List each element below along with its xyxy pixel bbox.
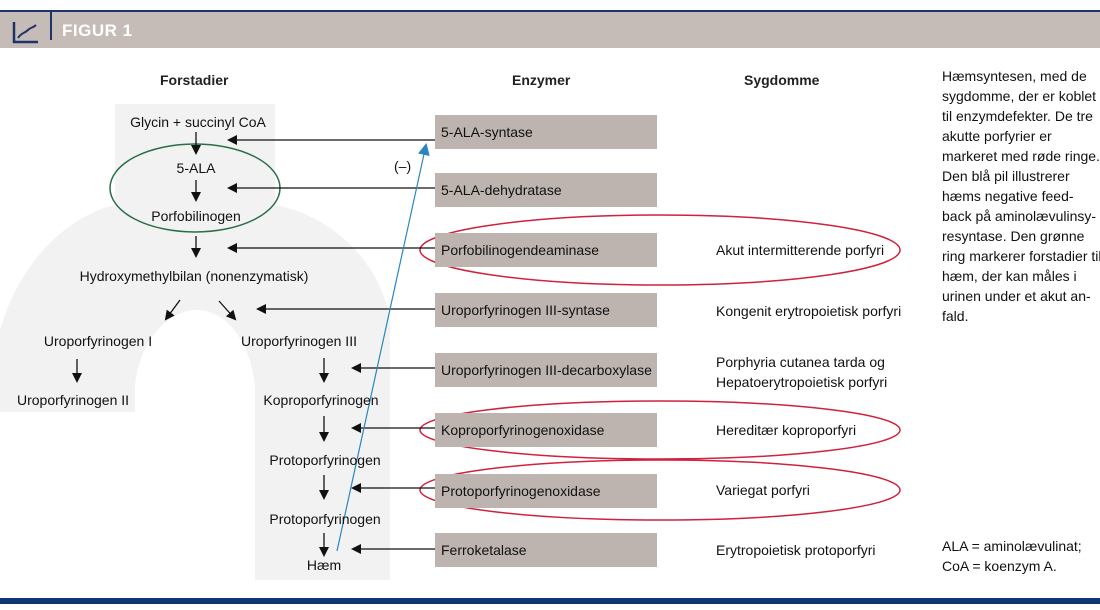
precursor-porfobilinogen: Porfobilinogen xyxy=(151,208,241,224)
enzyme-box: Porfobilinogendeaminase xyxy=(435,233,657,267)
precursor-protoporfyrinogen: Protoporfyrinogen xyxy=(269,452,381,468)
negative-feedback-label: (–) xyxy=(394,158,412,174)
precursor-hydroxymethylbilan: Hydroxymethylbilan (nonenzymatisk) xyxy=(79,268,309,284)
enzyme-box: 5-ALA-syntase xyxy=(435,115,657,149)
precursor-background-band xyxy=(0,104,390,580)
enzyme-box: Protoporfyrinogenoxidase xyxy=(435,474,657,508)
figure-caption: Hæmsyntesen, med de sygdomme, der er kob… xyxy=(942,68,1100,324)
disease-label: Hereditær koproporfyri xyxy=(716,422,857,438)
precursor-glycin-succinyl-coa: Glycin + succinyl CoA xyxy=(130,114,266,130)
line-chart-icon xyxy=(12,22,38,44)
precursor-uroporfyrinogen-iii: Uroporfyrinogen III xyxy=(241,333,357,349)
column-header-precursors: Forstadier xyxy=(160,72,229,88)
precursor-haem: Hæm xyxy=(306,557,342,573)
figure-header: FIGUR 1 xyxy=(0,12,1100,48)
bottom-rule xyxy=(0,598,1100,604)
disease-label: Erytropoietisk protoporfyri xyxy=(716,542,876,558)
disease-label: Porphyria cutanea tarda og Hepatoerytrop… xyxy=(716,354,888,390)
precursor-protoporfyrinogen: Protoporfyrinogen xyxy=(269,511,381,527)
header-top-rule xyxy=(0,10,1100,12)
enzyme-box: Uroporfyrinogen III-syntase xyxy=(435,293,657,327)
column-header-enzymes: Enzymer xyxy=(512,72,571,88)
enzyme-box: 5-ALA-dehydratase xyxy=(435,173,657,207)
pathway-arrow xyxy=(218,300,237,321)
enzyme-box: Koproporfyrinogenoxidase xyxy=(435,413,657,447)
header-separator xyxy=(50,12,52,40)
precursor-uroporfyrinogen-i: Uroporfyrinogen I xyxy=(43,333,153,349)
disease-label: Akut intermitterende porfyri xyxy=(716,242,885,258)
enzyme-box: Uroporfyrinogen III-decarboxylase xyxy=(435,353,657,387)
acute-porphyria-ring xyxy=(419,214,901,286)
disease-label: Kongenit erytropoietisk porfyri xyxy=(716,303,902,319)
figure-title: FIGUR 1 xyxy=(62,21,133,40)
precursor-5-ala: 5-ALA xyxy=(176,160,216,176)
acute-porphyria-ring xyxy=(419,400,901,460)
disease-label: Variegat porfyri xyxy=(716,482,810,498)
abbreviations-note: ALA = aminolævulinat; CoA = koenzym A. xyxy=(942,538,1082,574)
negative-feedback-arrow xyxy=(336,143,430,552)
acute-porphyria-ring xyxy=(419,459,901,521)
precursor-uroporfyrinogen-ii: Uroporfyrinogen II xyxy=(16,392,130,408)
pathway-arrow xyxy=(164,299,181,321)
column-header-diseases: Sygdomme xyxy=(744,72,820,88)
precursor-koproporfyrinogen: Koproporfyrinogen xyxy=(263,392,379,408)
enzyme-box: Ferroketalase xyxy=(435,533,657,567)
